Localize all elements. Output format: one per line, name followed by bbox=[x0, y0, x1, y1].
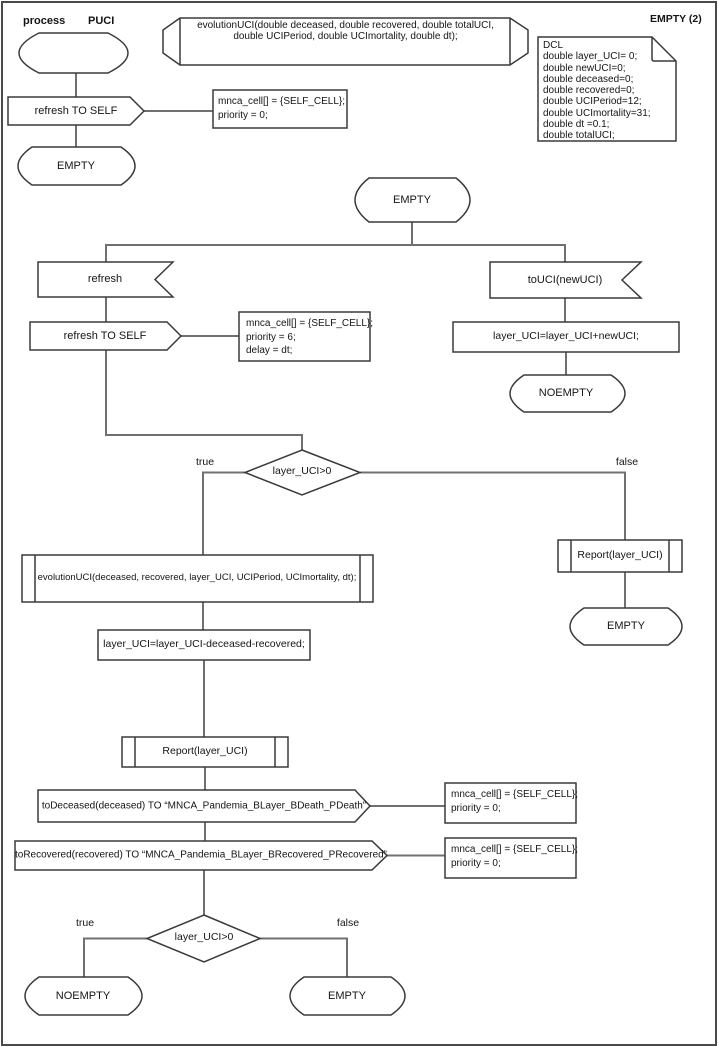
connectors bbox=[75, 73, 626, 977]
connector-branch-split bbox=[105, 244, 566, 262]
note-box-priority0-top bbox=[212, 89, 348, 129]
procedure-report-2-bars bbox=[570, 540, 670, 572]
signature-note-bars bbox=[179, 18, 511, 65]
dcl-line: double layer_UCI= 0; bbox=[543, 51, 638, 63]
output-refresh-self-1-shape bbox=[7, 96, 146, 126]
note-line: mnca_cell[] = {SELF_CELL}; bbox=[451, 844, 579, 855]
task-add-uci-label: layer_UCI=layer_UCI+newUCI; bbox=[493, 330, 639, 343]
note-line: priority = 0; bbox=[218, 109, 268, 121]
dcl-line: double newUCI=0; bbox=[543, 62, 626, 74]
decision-2-label: layer_UCI>0 bbox=[174, 931, 234, 944]
process-name-label: PUCI bbox=[88, 15, 115, 27]
task-sub-label: layer_UCI=layer_UCI-deceased-recovered; bbox=[103, 638, 305, 651]
connector-output2-to-decision1 bbox=[105, 350, 303, 450]
decision-1-shape bbox=[242, 449, 363, 496]
state-empty-3-shape bbox=[289, 976, 406, 1016]
note-box-priority6 bbox=[238, 311, 371, 362]
decision-2-shape bbox=[145, 914, 262, 963]
note-priority0-top-text: mnca_cell[] = {SELF_CELL}; priority = 0; bbox=[218, 95, 345, 122]
dcl-line: DCL bbox=[543, 40, 564, 51]
signature-line-1: evolutionUCI(double deceased, double rec… bbox=[197, 20, 494, 31]
note-line: priority = 0; bbox=[451, 857, 501, 869]
procedure-evolution-label: evolutionUCI(deceased, recovered, layer_… bbox=[37, 571, 357, 583]
note-line: priority = 6; bbox=[246, 331, 296, 343]
state-empty-2-label: EMPTY bbox=[393, 193, 431, 206]
note-priority6-text: mnca_cell[] = {SELF_CELL}; priority = 6;… bbox=[246, 317, 373, 358]
task-add-uci-shape bbox=[452, 321, 680, 353]
state-noempty-1-label: NOEMPTY bbox=[538, 386, 594, 399]
connector-decision1-false bbox=[360, 471, 626, 540]
procedure-report-1-bars bbox=[134, 737, 276, 767]
signature-line-2: double UCIPeriod, double UCImortality, d… bbox=[233, 31, 458, 42]
state-empty-1-shape bbox=[17, 146, 136, 186]
decision-1-false-label: false bbox=[615, 456, 639, 469]
output-torecovered-shape bbox=[14, 840, 389, 871]
note-box-priority0-recovered bbox=[444, 837, 577, 879]
procedure-report-1-label: Report(layer_UCI) bbox=[162, 745, 248, 758]
output-refresh-self-2-shape bbox=[29, 321, 183, 351]
output-todeceased-label: toDeceased(deceased) TO “MNCA_Pandemia_B… bbox=[41, 800, 367, 812]
connector-decision1-true bbox=[202, 471, 245, 555]
decision-2-false-label: false bbox=[336, 917, 360, 930]
output-refresh-self-2-label: refresh TO SELF bbox=[63, 329, 147, 342]
state-empty-3-label: EMPTY bbox=[328, 989, 366, 1002]
state-noempty-2-shape bbox=[24, 976, 143, 1016]
state-noempty-1-shape bbox=[509, 374, 626, 413]
output-refresh-self-1-label: refresh TO SELF bbox=[34, 104, 118, 117]
declarations-note-shape bbox=[537, 36, 677, 142]
connector-decision2-true bbox=[83, 937, 147, 977]
note-line: mnca_cell[] = {SELF_CELL}; bbox=[218, 96, 346, 107]
input-refresh-shape bbox=[37, 261, 175, 298]
connector-decision2-false bbox=[260, 937, 348, 977]
process-kind-label: process bbox=[23, 15, 66, 27]
state-empty-2-shape bbox=[354, 177, 471, 223]
input-refresh-label: refresh bbox=[87, 272, 123, 285]
procedure-evolution-bars bbox=[34, 555, 361, 602]
declarations-text: DCL double layer_UCI= 0; double newUCI=0… bbox=[543, 40, 651, 142]
note-line: delay = dt; bbox=[246, 345, 293, 356]
note-box-priority0-deceased bbox=[444, 782, 577, 824]
task-sub-shape bbox=[97, 629, 311, 661]
dcl-line: double totalUCI; bbox=[543, 130, 615, 142]
decision-2-true-label: true bbox=[75, 917, 95, 930]
input-touci-label: toUCI(newUCI) bbox=[527, 273, 603, 286]
note-line: mnca_cell[] = {SELF_CELL}; bbox=[246, 318, 374, 329]
note-line: priority = 0; bbox=[451, 802, 501, 814]
state-empty-4-shape bbox=[569, 607, 683, 646]
decision-1-label: layer_UCI>0 bbox=[272, 465, 332, 478]
dcl-line: double UCImortality=31; bbox=[543, 107, 651, 119]
procedure-report-1-shape bbox=[121, 736, 289, 768]
start-state-shape bbox=[18, 32, 129, 74]
signature-note-text: evolutionUCI(double deceased, double rec… bbox=[163, 20, 528, 42]
note-priority0-deceased-text: mnca_cell[] = {SELF_CELL}; priority = 0; bbox=[451, 788, 578, 815]
state-empty-1-label: EMPTY bbox=[57, 159, 95, 172]
dcl-line: double dt =0.1; bbox=[543, 119, 610, 131]
note-priority0-recovered-text: mnca_cell[] = {SELF_CELL}; priority = 0; bbox=[451, 843, 578, 870]
shapes bbox=[7, 17, 683, 1016]
input-touci-shape bbox=[489, 261, 643, 299]
output-torecovered-label: toRecovered(recovered) TO “MNCA_Pandemia… bbox=[14, 849, 388, 861]
dcl-line: double recovered=0; bbox=[543, 85, 635, 97]
dcl-line: double deceased=0; bbox=[543, 73, 634, 85]
note-line: mnca_cell[] = {SELF_CELL}; bbox=[451, 789, 579, 800]
decision-1-true-label: true bbox=[195, 456, 215, 469]
declarations-note-fold bbox=[651, 37, 676, 62]
procedure-report-2-shape bbox=[557, 539, 683, 573]
state-noempty-2-label: NOEMPTY bbox=[55, 989, 111, 1002]
dcl-line: double UCIPeriod=12; bbox=[543, 96, 642, 108]
state-empty-4-label: EMPTY bbox=[607, 619, 645, 632]
procedure-report-2-label: Report(layer_UCI) bbox=[577, 549, 663, 562]
page-ref-label: EMPTY (2) bbox=[650, 13, 702, 25]
procedure-evolution-shape bbox=[21, 554, 374, 603]
output-todeceased-shape bbox=[37, 789, 372, 823]
